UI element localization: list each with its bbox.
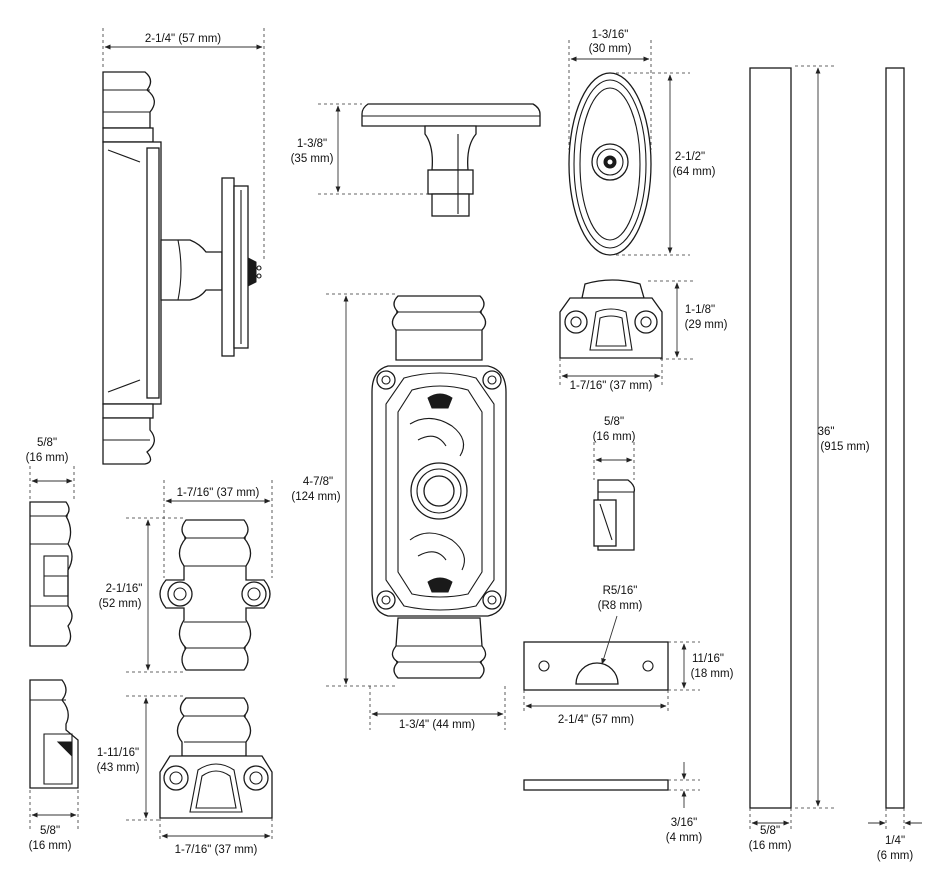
strike-edge-view	[523, 779, 669, 791]
long-rod	[749, 67, 792, 809]
plate-height-in-label: 4-7/8"	[303, 476, 333, 488]
ornate-back-plate	[371, 295, 507, 679]
side-width-bottom-mm-label: (16 mm)	[29, 840, 72, 852]
strike-height-mm-label: (18 mm)	[691, 668, 734, 680]
thin-rod	[885, 67, 905, 809]
thin-rod-width-mm-label: (6 mm)	[877, 850, 914, 862]
rod-length-mm-label: (915 mm)	[820, 441, 869, 453]
oval-rosette-part	[568, 72, 652, 256]
thin-rod-width-in-label: 1/4"	[885, 835, 905, 847]
oval-width-in-label: 1-3/16"	[592, 29, 629, 41]
strike-radius-mm-label: (R8 mm)	[598, 600, 643, 612]
strike-thickness-in-label: 3/16"	[671, 817, 697, 829]
top-bracket-width-label: 1-7/16" (37 mm)	[570, 380, 653, 392]
cap-height-mm-label: (35 mm)	[291, 153, 334, 165]
top-bracket-height-in-label: 1-1/8"	[685, 304, 715, 316]
strike-plate-part	[523, 641, 669, 691]
oval-height-mm-label: (64 mm)	[673, 166, 716, 178]
oval-height-in-label: 2-1/2"	[675, 151, 705, 163]
side-width-mm-label: (16 mm)	[26, 452, 69, 464]
strike-height-in-label: 11/16"	[692, 653, 724, 665]
strike-thickness-mm-label: (4 mm)	[666, 832, 703, 844]
top-bracket-part	[559, 279, 663, 359]
rod-width-mm-label: (16 mm)	[749, 840, 792, 852]
small-side-profile-part	[593, 479, 636, 551]
bracket-width-bottom-label: 1-7/16" (37 mm)	[175, 844, 258, 856]
bracket-height-in-label: 1-11/16"	[97, 747, 139, 759]
cap-knob-part	[361, 103, 541, 217]
small-side-width-mm-label: (16 mm)	[593, 431, 636, 443]
knob-side-width-label: 2-1/4" (57 mm)	[145, 33, 221, 45]
guide-width-label: 1-7/16" (37 mm)	[177, 487, 260, 499]
rod-length-in-label: 36"	[818, 426, 835, 438]
cap-height-in-label: 1-3/8"	[297, 138, 327, 150]
bracket-height-mm-label: (43 mm)	[97, 762, 140, 774]
rod-guide-part	[159, 519, 271, 671]
top-bracket-height-mm-label: (29 mm)	[685, 319, 728, 331]
left-side-profile-lower	[29, 679, 79, 789]
knob-side-view	[102, 71, 262, 465]
guide-height-in-label: 2-1/16"	[106, 583, 143, 595]
side-width-bottom-in-label: 5/8"	[40, 825, 60, 837]
bottom-bracket-part	[159, 697, 273, 819]
plate-width-label: 1-3/4" (44 mm)	[399, 719, 475, 731]
oval-width-mm-label: (30 mm)	[589, 43, 632, 55]
guide-height-mm-label: (52 mm)	[99, 598, 142, 610]
side-width-in-label: 5/8"	[37, 437, 57, 449]
rod-width-in-label: 5/8"	[760, 825, 780, 837]
small-side-width-in-label: 5/8"	[604, 416, 624, 428]
strike-width-label: 2-1/4" (57 mm)	[558, 714, 634, 726]
strike-radius-leader	[601, 615, 618, 665]
plate-height-mm-label: (124 mm)	[291, 491, 340, 503]
left-side-profile-upper	[29, 501, 73, 647]
strike-radius-in-label: R5/16"	[603, 585, 638, 597]
